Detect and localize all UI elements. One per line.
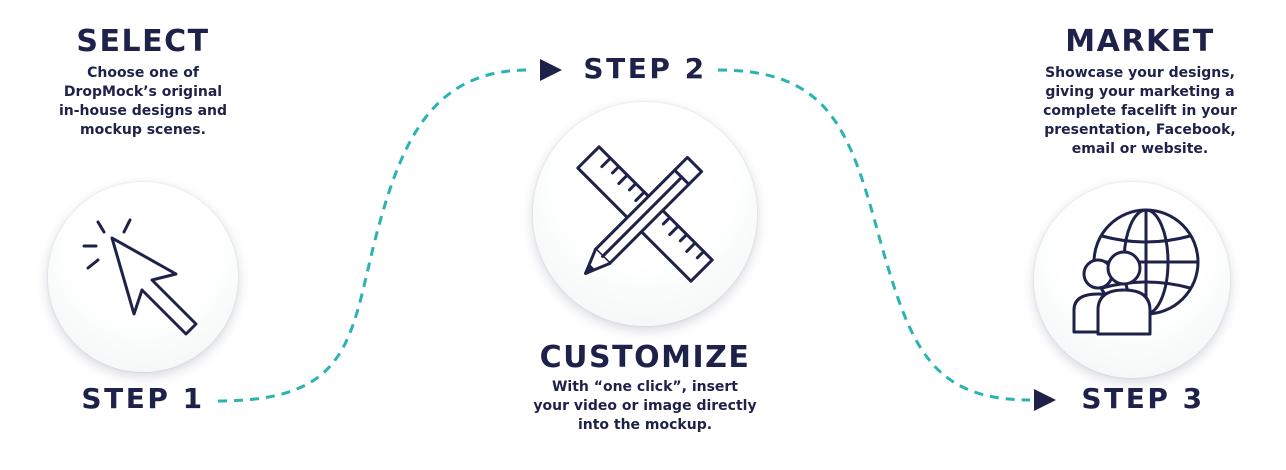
step-1-label: STEP 1 — [81, 382, 205, 415]
market-title: MARKET — [1065, 24, 1215, 59]
market-description-line: giving your marketing a — [1045, 84, 1235, 100]
ruler-pencil-icon — [576, 145, 714, 283]
select-description-line: in-house designs and — [58, 103, 228, 119]
customize-title: CUSTOMIZE — [539, 340, 751, 375]
market-icon-circle — [1034, 182, 1230, 378]
market-description-line: complete facelift in your — [1043, 103, 1237, 119]
customize-icon-circle — [533, 102, 757, 326]
market-description: Showcase your designs, giving your marke… — [1020, 64, 1260, 159]
select-title: SELECT — [76, 24, 210, 59]
market-description-line: presentation, Facebook, — [1044, 122, 1236, 138]
step-3-label: STEP 3 — [1081, 382, 1205, 415]
arrow-to-step2-icon — [540, 59, 562, 81]
customize-description: With “one click”, insert your video or i… — [505, 378, 785, 435]
connector-step2-to-step3 — [717, 68, 1031, 402]
market-description-line: email or website. — [1071, 141, 1209, 157]
customize-description-line: your video or image directly — [533, 398, 757, 414]
arrow-to-step3-icon — [1034, 389, 1056, 411]
select-description-line: mockup scenes. — [80, 122, 206, 138]
select-description-line: DropMock’s original — [63, 84, 223, 100]
select-icon-circle — [48, 182, 238, 372]
step-2-label: STEP 2 — [583, 52, 707, 85]
connector-step1-to-step2 — [217, 68, 529, 403]
select-description-line: Choose one of — [87, 65, 199, 81]
select-description: Choose one of DropMock’s original in-hou… — [58, 64, 228, 140]
cursor-click-icon — [82, 218, 198, 336]
market-description-line: Showcase your designs, — [1045, 65, 1235, 81]
customize-description-line: With “one click”, insert — [551, 379, 739, 395]
globe-users-icon — [1072, 208, 1200, 336]
customize-description-line: into the mockup. — [577, 417, 713, 433]
